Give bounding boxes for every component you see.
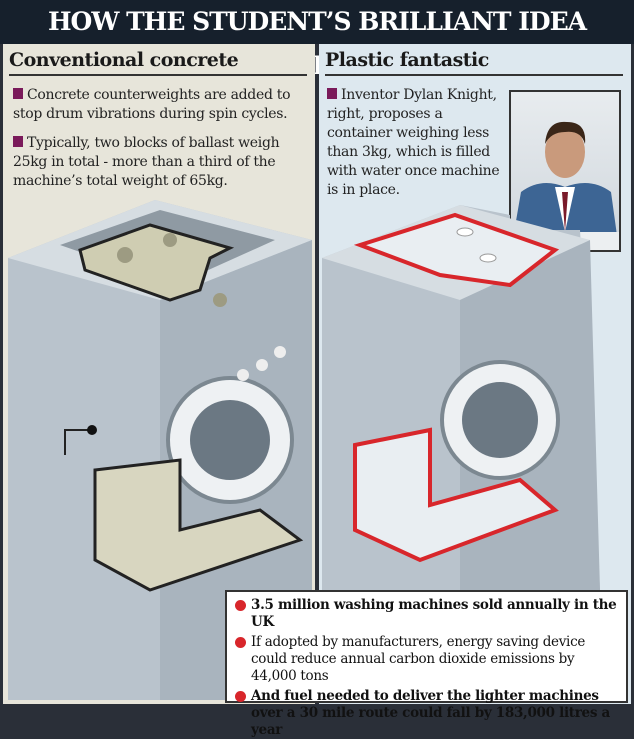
washing-machines-illustration [8,200,600,700]
water-container-bottom [353,427,559,563]
concrete-block-bottom [93,458,304,592]
fact-item: If adopted by manufacturers, energy savi… [235,634,618,685]
concrete-block-top [78,223,235,302]
bullet-dot-icon [235,637,246,648]
fact-text: And fuel needed to deliver the lighter m… [251,688,610,738]
fact-item: And fuel needed to deliver the lighter m… [235,688,618,739]
panel-heading: Conventional concrete [9,49,307,76]
bullet-square-icon [13,136,23,147]
panel-heading: Plastic fantastic [325,49,623,76]
point: Inventor Dylan Knight, right, proposes a… [327,86,507,200]
facts-box: 3.5 million washing machines sold annual… [225,590,628,738]
point-text: Inventor Dylan Knight, right, proposes a… [327,87,500,198]
bullet-square-icon [13,88,23,99]
fact-text: If adopted by manufacturers, energy savi… [251,634,586,684]
bullet-square-icon [327,88,337,99]
page-title: HOW THE STUDENT’S BRILLIANT IDEA WORKS [0,0,634,80]
bullet-dot-icon [235,691,246,702]
water-container-top [353,212,560,288]
fact-item: 3.5 million washing machines sold annual… [235,597,618,631]
bullet-dot-icon [235,600,246,611]
fact-text: 3.5 million washing machines sold annual… [251,597,617,630]
point-text: Concrete counterweights are added to sto… [13,87,291,122]
point: Typically, two blocks of ballast weigh 2… [13,134,308,191]
conventional-washing-machine [8,200,312,700]
point: Concrete counterweights are added to sto… [13,86,308,124]
point-text: Typically, two blocks of ballast weigh 2… [13,135,280,189]
plastic-washing-machine [322,205,600,590]
